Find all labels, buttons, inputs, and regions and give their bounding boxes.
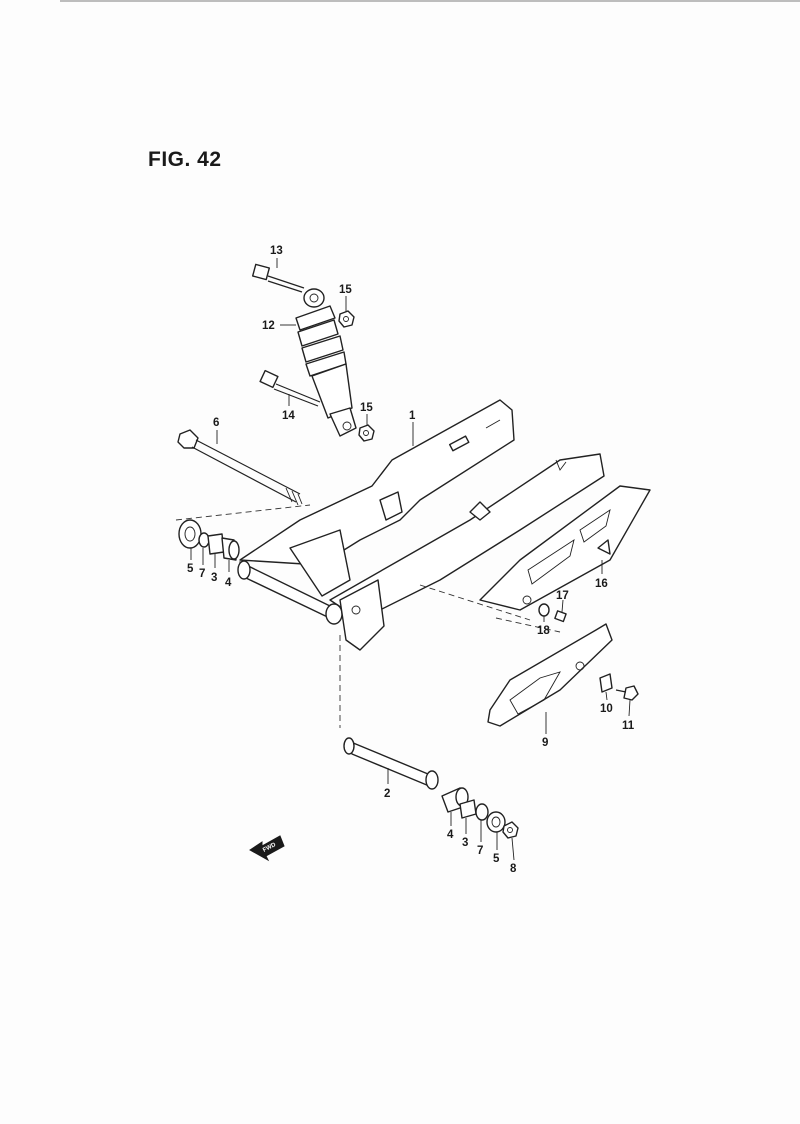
callout-14: 14 [282,410,295,422]
bearing-left [221,537,240,561]
seal-right [486,811,506,833]
callout-4-right: 4 [447,829,454,841]
pivot-spacer-pipe [343,737,439,790]
callout-11: 11 [622,720,635,732]
callout-7-right: 7 [477,845,483,857]
callout-9: 9 [542,737,548,749]
callout-15-lower: 15 [360,402,373,414]
seal-left [178,519,202,549]
callout-16: 16 [595,578,608,590]
callout-8: 8 [510,863,517,875]
callout-2: 2 [384,788,390,800]
washer-right [475,803,489,821]
shock-nut-lower [358,424,375,442]
callout-18: 18 [537,625,550,637]
guard-bolt-17 [554,610,567,623]
spacer-right [459,799,477,819]
callout-5-left: 5 [187,563,194,575]
pivot-bolt [177,429,303,506]
guard-collar-10 [599,673,613,693]
rear-shock-absorber [295,288,357,437]
chain-guard-upper [479,485,651,611]
callout-5-right: 5 [493,853,500,865]
guard-collar-18 [538,603,550,617]
callout-7-left: 7 [199,568,205,580]
callout-10: 10 [600,703,613,715]
pivot-axis-line [175,504,311,521]
top-border-line [60,0,800,2]
callout-labels: 13 15 12 14 15 1 6 5 7 3 4 16 17 18 10 1… [187,245,635,875]
callout-3-left: 3 [211,572,217,584]
callout-1: 1 [409,410,416,422]
spacer-left [207,533,225,555]
swingarm [237,399,605,651]
chain-guard-lower [487,623,613,727]
callout-17: 17 [556,590,569,602]
pivot-nut [502,821,519,839]
guard-guide-line-2 [495,617,561,633]
shock-nut-upper [338,310,355,328]
callout-6: 6 [213,417,219,429]
forward-arrow-icon: FWD [249,835,285,862]
washer-left [198,532,210,548]
guard-bolt-11 [615,685,639,701]
callout-4-left: 4 [225,577,232,589]
callout-13: 13 [270,245,283,257]
shock-upper-bolt [251,263,305,293]
leader-lines [190,258,631,861]
callout-15-upper: 15 [339,284,352,296]
callout-3-right: 3 [462,837,468,849]
callout-12: 12 [262,320,275,332]
figure-title: FIG. 42 [148,148,222,171]
shock-lower-bolt [259,369,321,407]
